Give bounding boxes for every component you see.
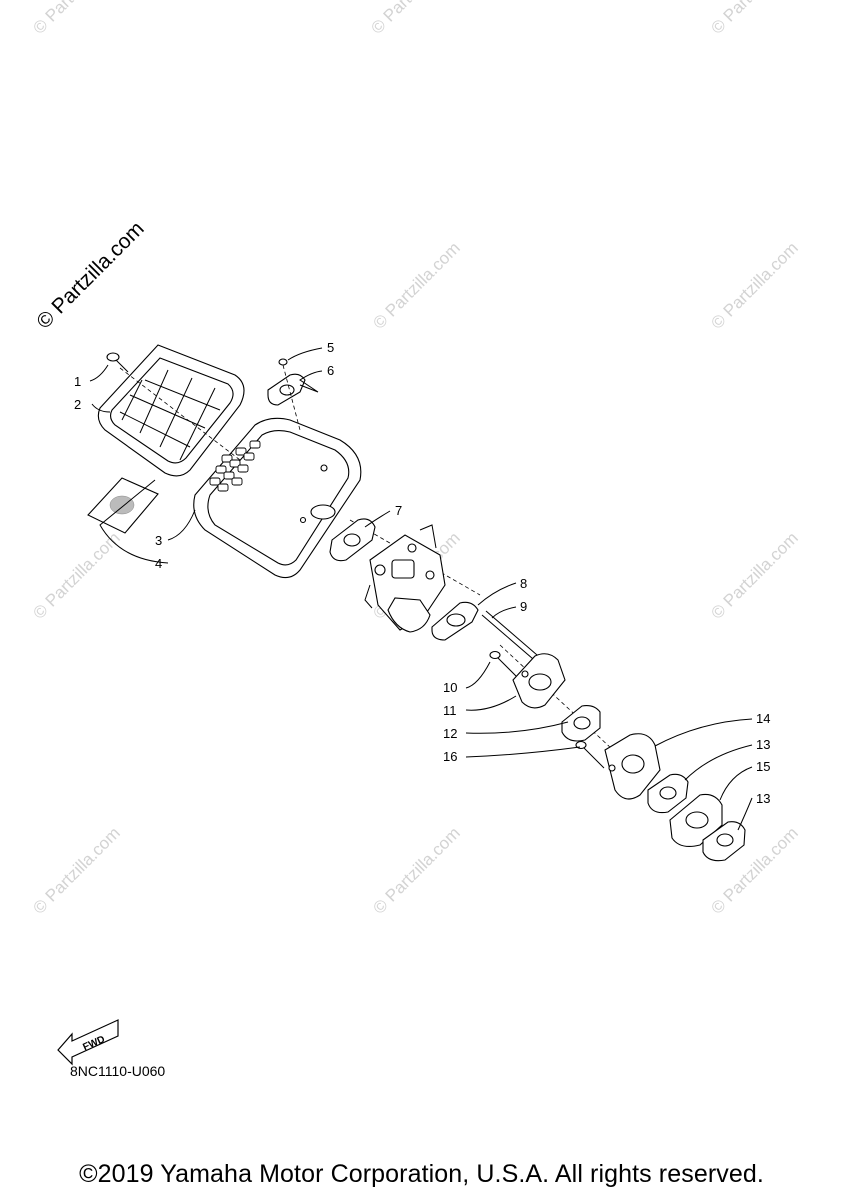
callout-9: 9	[520, 599, 527, 614]
leader-lines	[89, 347, 753, 831]
gasket-8	[431, 601, 479, 641]
callout-5: 5	[327, 340, 334, 355]
callout-1: 1	[74, 374, 81, 389]
watermark: © Partzilla.com	[29, 823, 123, 917]
case-vent-slots	[209, 440, 261, 492]
callout-7: 7	[395, 503, 402, 518]
watermark: © Partzilla.com	[369, 823, 463, 917]
guide-lines	[119, 364, 641, 776]
callout-2: 2	[74, 397, 81, 412]
copyright-notice: ©2019 Yamaha Motor Corporation, U.S.A. A…	[79, 1160, 764, 1188]
air-filter-cover	[97, 344, 245, 477]
callout-11: 11	[443, 703, 457, 718]
callout-16: 16	[443, 749, 457, 764]
watermark: © Partzilla.com	[707, 528, 801, 622]
bolt-1	[106, 352, 129, 373]
air-cleaner-case	[193, 417, 362, 579]
bolt-16	[575, 740, 605, 769]
watermark: © Partzilla.com	[29, 0, 123, 38]
watermark: © Partzilla.com	[707, 238, 801, 332]
joint-11	[512, 653, 566, 709]
bolt-5	[278, 358, 288, 366]
callout-13: 13	[756, 791, 770, 806]
gasket-13b	[702, 821, 746, 862]
gasket-7	[329, 518, 376, 562]
watermark: © Partzilla.com	[707, 0, 801, 38]
callout-10: 10	[443, 680, 457, 695]
callout-13: 13	[756, 737, 770, 752]
callout-14: 14	[756, 711, 770, 726]
spacer-15	[669, 793, 723, 847]
bolt-10	[489, 650, 519, 679]
carburetor	[364, 524, 446, 633]
callout-6: 6	[327, 363, 334, 378]
fwd-arrow-icon: FWD	[57, 1019, 119, 1066]
stud-9	[481, 610, 545, 666]
callout-3: 3	[155, 533, 162, 548]
gasket-12	[561, 705, 601, 742]
callout-4: 4	[155, 556, 162, 571]
watermark: © Partzilla.com	[29, 528, 123, 622]
manifold-14	[604, 733, 661, 800]
gasket-13a	[647, 773, 689, 814]
watermark: © Partzilla.com	[369, 238, 463, 332]
callout-12: 12	[443, 726, 457, 741]
watermark: © Partzilla.com	[367, 0, 461, 38]
diagram-code: 8NC1110-U060	[70, 1063, 166, 1079]
callout-8: 8	[520, 576, 527, 591]
watermark-main: © Partzilla.com	[32, 217, 148, 333]
callout-15: 15	[756, 759, 770, 774]
callouts: 1 2 3 4 5 6 7 8 9 10 11 12 16 14 13 15 1…	[74, 340, 770, 806]
